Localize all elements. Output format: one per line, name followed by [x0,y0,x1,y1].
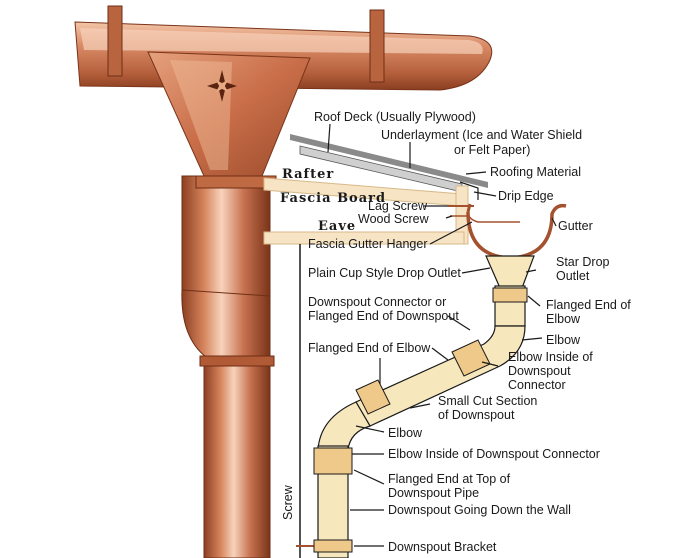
label-star-drop-outlet-line2: Outlet [556,269,590,283]
label-downspout-bracket: Downspout Bracket [388,540,497,554]
label-underlayment-line1: Underlayment (Ice and Water Shield [381,128,582,142]
roofing-material [290,134,488,188]
fascia-board-label: Fascia Board [280,191,386,206]
label-elbow-lower: Elbow [388,426,423,440]
label-elbow-right: Elbow [546,333,581,347]
label-flanged-end-top-line1: Flanged End at Top of [388,472,511,486]
rafter-label: Rafter [282,167,334,182]
label-underlayment-line2: or Felt Paper) [454,143,530,157]
label-elbow-inside-connector-line2: Downspout [508,364,571,378]
schematic-gutter [313,181,567,558]
roof-structure [263,134,488,558]
label-elbow-inside-connector-line3: Connector [508,378,566,392]
labels: Roof Deck (Usually Plywood) Underlayment… [308,110,631,554]
flanged-end-elbow-top [492,287,528,303]
label-wood-screw: Wood Screw [358,212,430,226]
label-downspout-down-wall: Downspout Going Down the Wall [388,503,571,517]
eave-label: Eave [318,219,356,234]
star-ornament-icon [207,70,237,102]
leader-lines [327,123,557,547]
label-star-drop-outlet-line1: Star Drop [556,255,610,269]
eave-board [263,231,465,245]
label-elbow-inside-downspout-connector: Elbow Inside of Downspout Connector [388,447,600,461]
label-downspout-connector-line1: Downspout Connector or [308,295,446,309]
downspout-connector [313,447,353,475]
downspout-bracket [313,539,353,553]
label-elbow-inside-connector-line1: Elbow Inside of [508,350,593,364]
gutter-strap-left [107,5,123,77]
label-flanged-end-top-line2: Downspout Pipe [388,486,479,500]
copper-gutter [74,5,493,558]
screw-label: Screw [281,484,295,520]
label-lag-screw: Lag Screw [368,199,428,213]
label-plain-cup-outlet: Plain Cup Style Drop Outlet [308,266,461,280]
downspout-photo [203,355,271,558]
label-flanged-end-of-elbow: Flanged End of Elbow [308,341,431,355]
label-flanged-end-elbow-line1: Flanged End of [546,298,631,312]
label-flanged-end-elbow-line2: Elbow [546,312,581,326]
label-small-cut-section-line1: Small Cut Section [438,394,537,408]
gutter-strap-right [369,9,385,83]
label-fascia-gutter-hanger: Fascia Gutter Hanger [308,237,428,251]
label-drip-edge: Drip Edge [498,189,554,203]
label-roofing-material: Roofing Material [490,165,581,179]
flanged-end-of-elbow [355,379,391,415]
label-downspout-connector-line2: Flanged End of Downspout [308,309,459,323]
label-gutter: Gutter [558,219,593,233]
gutter-profile [466,203,567,260]
label-small-cut-section-line2: of Downspout [438,408,515,422]
label-roof-deck: Roof Deck (Usually Plywood) [314,110,476,124]
